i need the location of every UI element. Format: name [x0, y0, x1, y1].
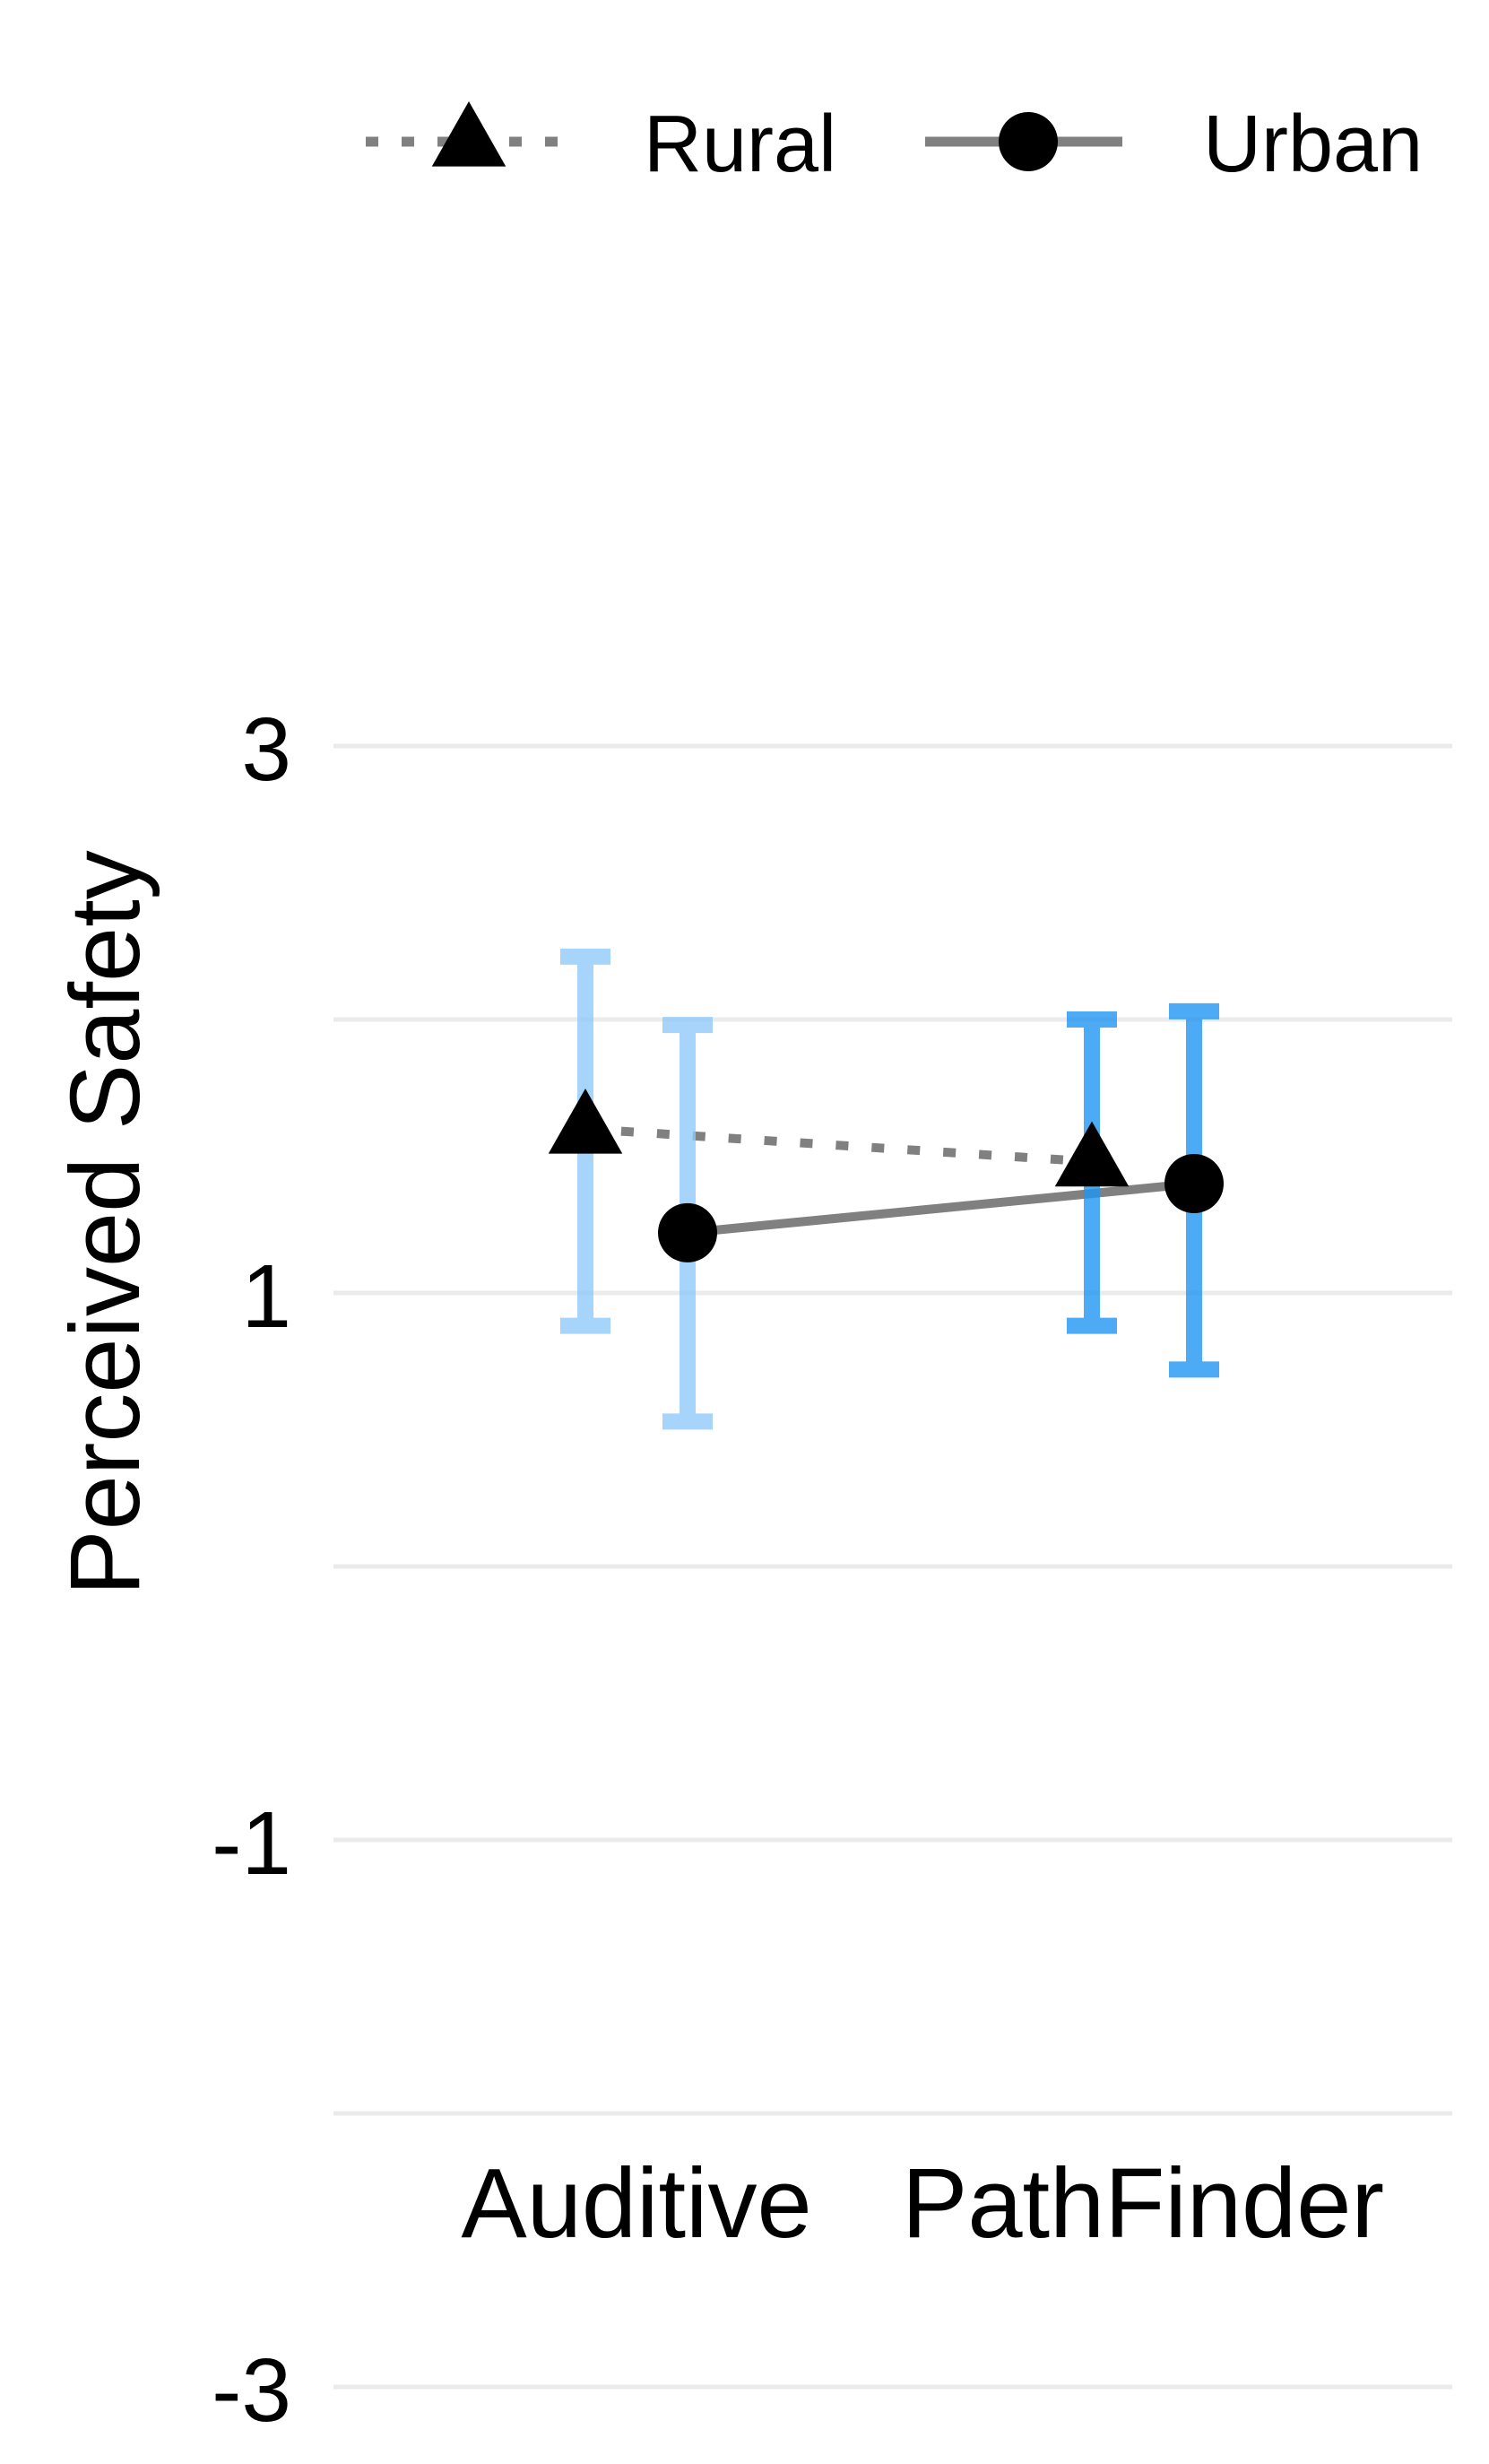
marker-rural	[548, 1088, 623, 1154]
series-line-urban	[687, 1179, 1195, 1237]
y-axis-label: Perceived Safety	[50, 850, 160, 1596]
y-tick-label: -3	[212, 2340, 291, 2441]
legend-marker	[431, 100, 506, 167]
y-tick-labels: 3 1 -1 -3	[212, 699, 291, 2441]
y-tick-label: 3	[241, 699, 291, 800]
x-tick-label: Auditive	[461, 2148, 811, 2259]
y-tick-label: -1	[212, 1793, 291, 1894]
legend-key-urban	[925, 112, 1122, 171]
series-markers	[548, 1088, 1224, 1262]
series-lines	[584, 1124, 1195, 1237]
legend-label: Urban	[1203, 100, 1423, 189]
marker-rural	[1054, 1121, 1130, 1187]
series-line-rural	[584, 1124, 1093, 1167]
x-tick-labels: Auditive PathFinder	[461, 2148, 1384, 2259]
legend-marker	[999, 112, 1058, 171]
legend: Rural Urban	[366, 100, 1423, 189]
x-tick-label: PathFinder	[902, 2148, 1384, 2259]
legend-key-rural	[366, 100, 563, 167]
y-tick-label: 1	[241, 1246, 291, 1347]
marker-urban	[1164, 1154, 1224, 1213]
marker-urban	[658, 1202, 717, 1262]
legend-label: Rural	[644, 100, 836, 189]
grid-layer	[333, 743, 1452, 2390]
